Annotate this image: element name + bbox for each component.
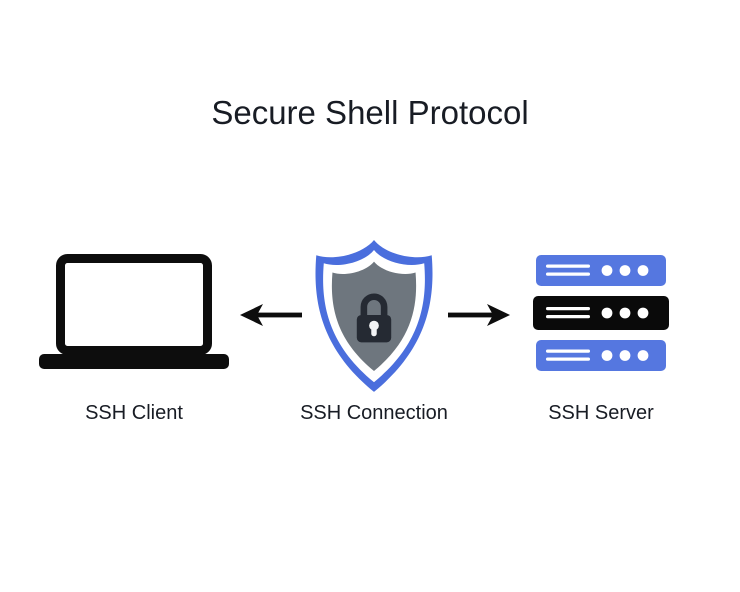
ssh-connection-node [303, 236, 445, 398]
server-stack-icon [533, 255, 669, 371]
left-arrow-svg [240, 304, 302, 326]
ssh-client-node [38, 252, 230, 374]
right-arrow-icon [448, 302, 510, 328]
server-row-bottom [536, 340, 666, 371]
ssh-server-node [533, 255, 669, 371]
laptop-icon [39, 254, 229, 369]
left-arrow-icon [240, 302, 302, 328]
shield-lock-icon [315, 240, 433, 392]
server-row-middle [533, 296, 669, 330]
server-row-top [536, 255, 666, 286]
ssh-connection-label: SSH Connection [300, 402, 448, 424]
ssh-client-label: SSH Client [85, 402, 183, 424]
right-arrow-svg [448, 304, 510, 326]
page-title: Secure Shell Protocol [211, 94, 529, 131]
lock-icon [356, 293, 392, 343]
ssh-server-label: SSH Server [548, 402, 654, 424]
